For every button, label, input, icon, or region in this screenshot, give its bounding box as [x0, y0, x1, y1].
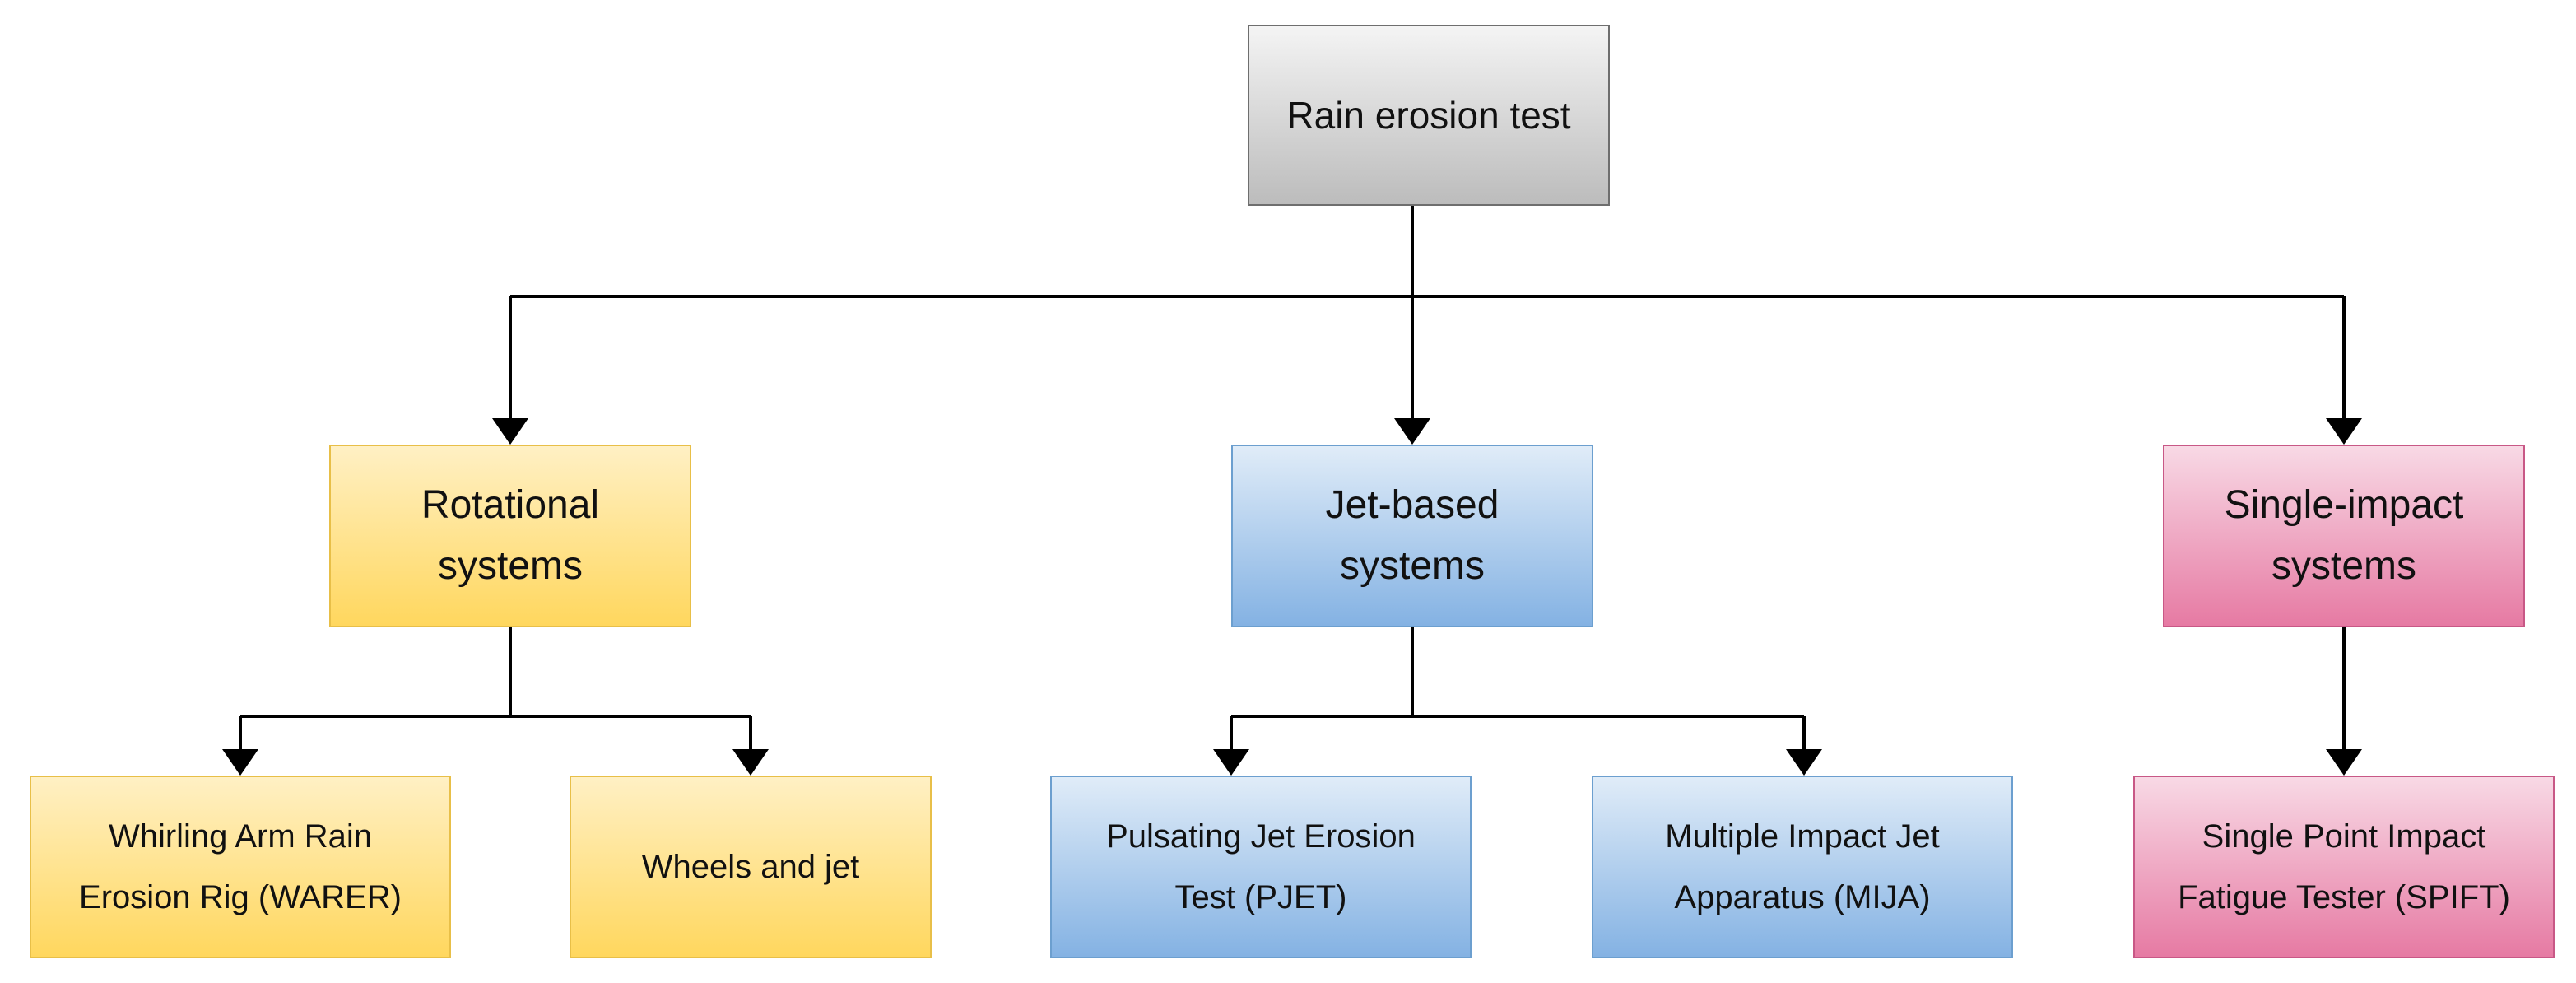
arrowhead-mija	[1786, 749, 1822, 776]
arrowhead-warer	[222, 749, 258, 776]
arrowhead-spift	[2326, 749, 2362, 776]
node-mija: Multiple Impact Jet Apparatus (MIJA)	[1592, 776, 2013, 958]
node-wheels-and-jet: Wheels and jet	[570, 776, 932, 958]
node-spift: Single Point Impact Fatigue Tester (SPIF…	[2133, 776, 2555, 958]
arrowhead-jet	[1394, 418, 1430, 445]
arrowhead-single	[2326, 418, 2362, 445]
arrowhead-rotational	[492, 418, 528, 445]
node-rain-erosion-test: Rain erosion test	[1248, 25, 1610, 206]
node-label: Single Point Impact Fatigue Tester (SPIF…	[2178, 818, 2510, 915]
node-label: Wheels and jet	[641, 849, 860, 885]
arrowhead-pjet	[1213, 749, 1249, 776]
arrowhead-wheels	[732, 749, 769, 776]
node-label: Single-impact systems	[2224, 483, 2464, 588]
node-single-impact-systems: Single-impact systems	[2163, 445, 2525, 627]
node-label: Jet-based systems	[1325, 483, 1500, 588]
node-label: Rotational systems	[421, 483, 600, 588]
node-label: Pulsating Jet Erosion Test (PJET)	[1106, 818, 1416, 915]
node-label: Rain erosion test	[1286, 94, 1571, 137]
node-rotational-systems: Rotational systems	[329, 445, 691, 627]
node-label: Whirling Arm Rain Erosion Rig (WARER)	[79, 818, 402, 915]
node-warer: Whirling Arm Rain Erosion Rig (WARER)	[30, 776, 451, 958]
node-pjet: Pulsating Jet Erosion Test (PJET)	[1050, 776, 1472, 958]
node-label: Multiple Impact Jet Apparatus (MIJA)	[1665, 818, 1940, 915]
node-jet-based-systems: Jet-based systems	[1231, 445, 1593, 627]
